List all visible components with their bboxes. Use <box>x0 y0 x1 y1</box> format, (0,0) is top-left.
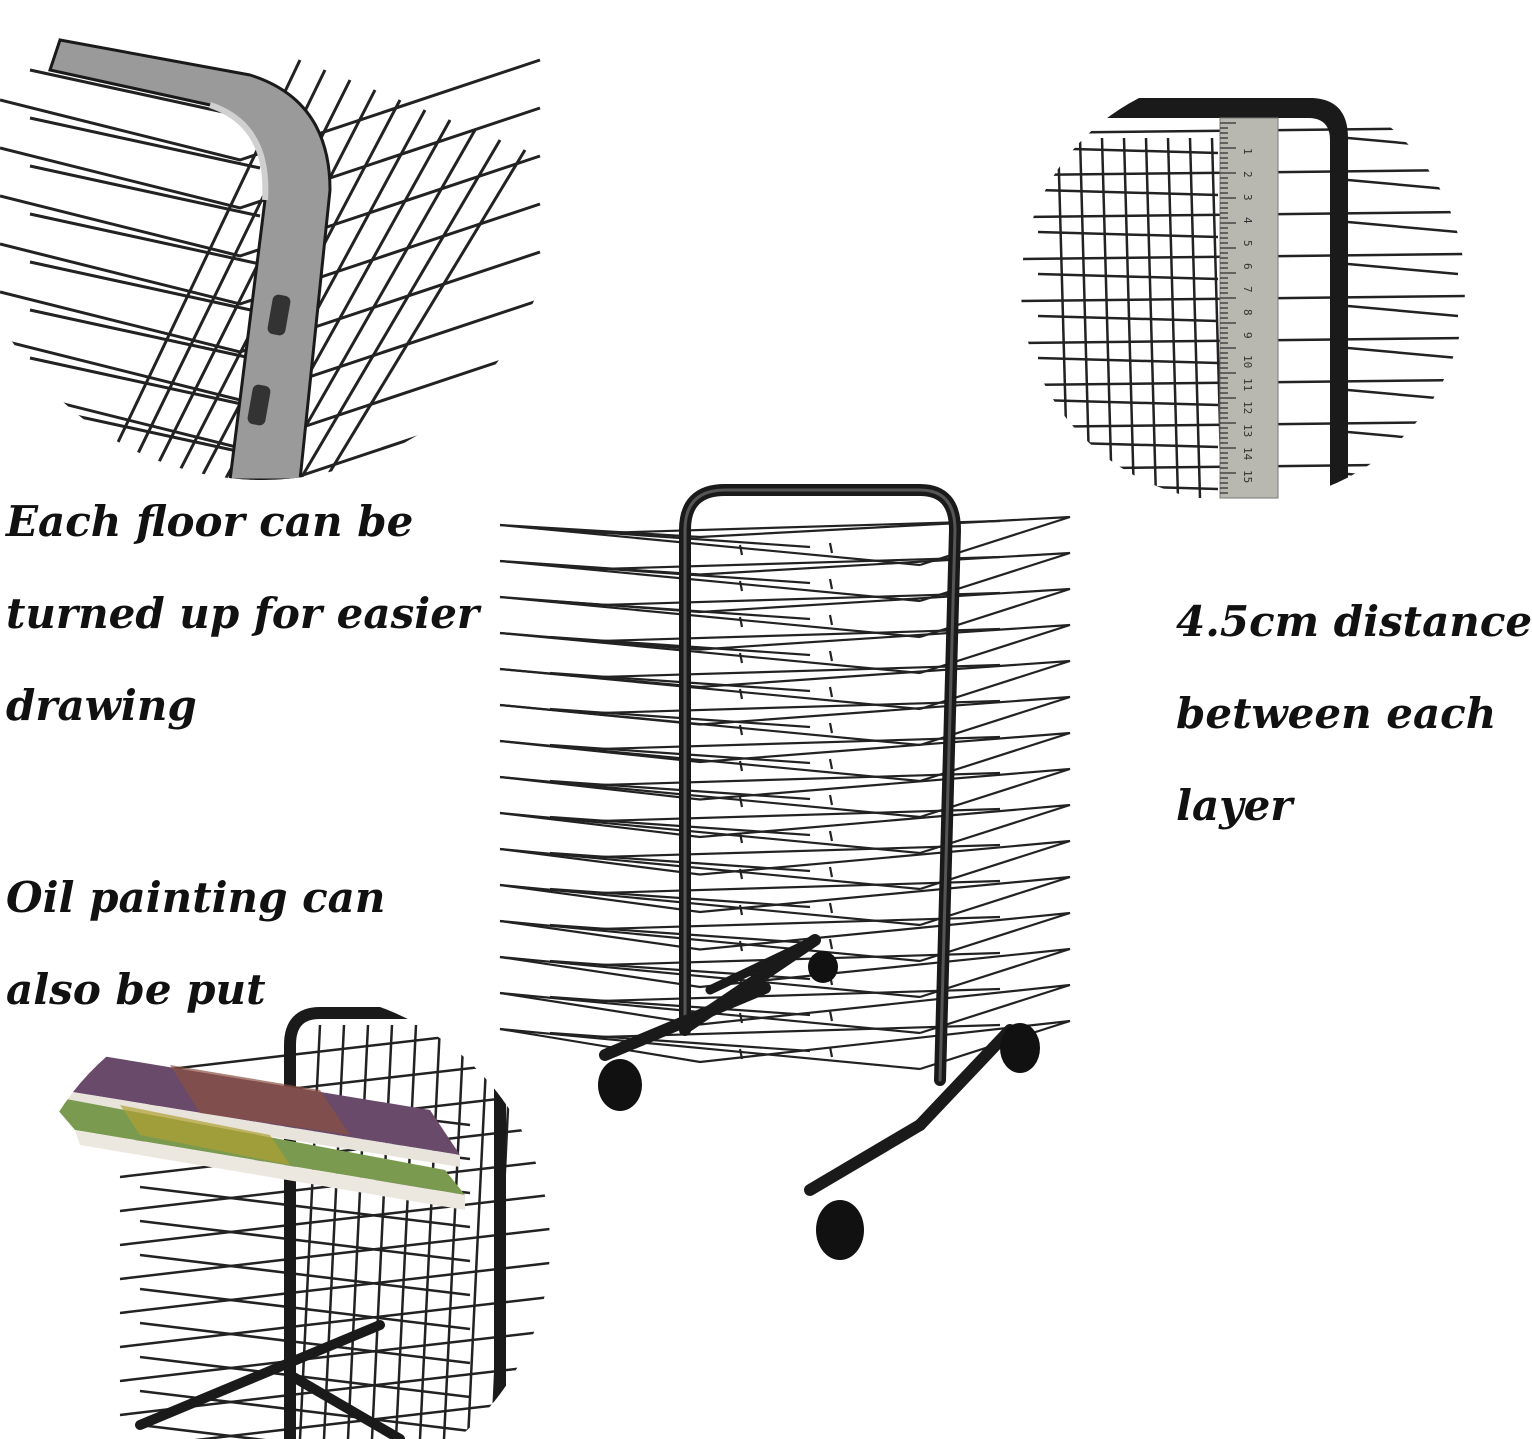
caption-oil-painting: Oil painting can also be put <box>6 852 385 1036</box>
caption-line: also be put <box>6 965 266 1014</box>
rack-base <box>599 934 1016 1196</box>
ruler-mark: 3 <box>1241 194 1254 201</box>
caption-line: drawing <box>6 681 197 730</box>
ruler-mark: 6 <box>1241 263 1254 270</box>
canvas-painting-bottom <box>45 1095 465 1210</box>
detail-photo-frame-closeup <box>0 38 541 480</box>
ruler-mark: 4 <box>1241 217 1254 224</box>
ruler-mark: 13 <box>1241 424 1254 437</box>
drying-rack-main-photo <box>499 484 1071 1260</box>
wire-shelves <box>499 515 1071 1071</box>
wire-shelves-closeup <box>0 38 541 480</box>
caster-wheels <box>598 951 1040 1260</box>
caption-line: Each floor can be <box>6 497 414 546</box>
ruler-mark: 10 <box>1241 355 1254 368</box>
caption-line: layer <box>1176 781 1293 830</box>
canvas-painting-top <box>35 1045 460 1167</box>
caption-layer-distance: 4.5cm distance between each layer <box>1176 576 1532 852</box>
detail-photo-paintings <box>35 1007 550 1439</box>
ruler-mark: 8 <box>1241 309 1254 316</box>
ruler-mark: 15 <box>1241 470 1254 483</box>
ruler-mark: 1 <box>1241 148 1254 155</box>
ruler-mark: 2 <box>1241 171 1254 178</box>
ruler-mark: 7 <box>1241 286 1254 293</box>
caption-line: 4.5cm distance <box>1176 597 1532 646</box>
ruler-mark: 12 <box>1241 401 1254 414</box>
caption-line: Oil painting can <box>6 873 386 922</box>
caption-line: turned up for easier <box>6 589 480 638</box>
ruler-mark: 14 <box>1241 447 1254 461</box>
caption-floor-turn-up: Each floor can be turned up for easier d… <box>6 476 479 752</box>
caption-line: between each <box>1176 689 1497 738</box>
ruler-mark: 11 <box>1241 378 1254 391</box>
ruler-mark: 9 <box>1241 332 1254 339</box>
ruler-mark: 5 <box>1241 240 1254 247</box>
